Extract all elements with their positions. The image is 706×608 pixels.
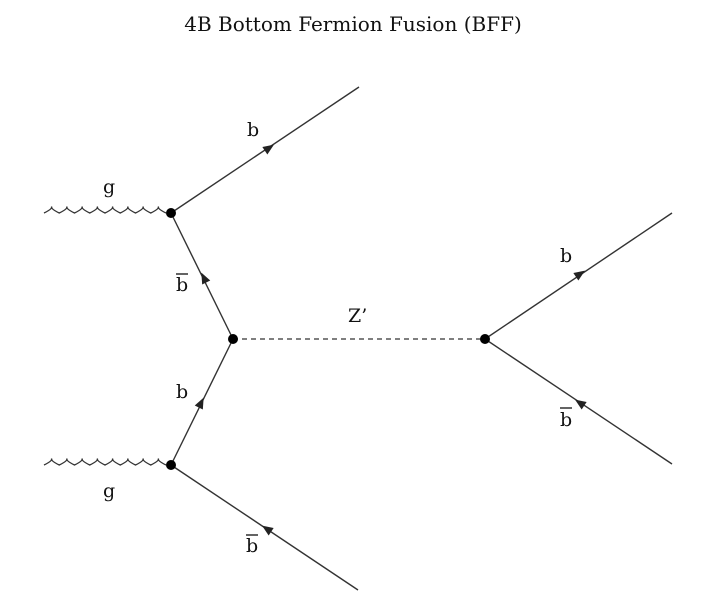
label-b-internal: b [176, 381, 188, 403]
label-bbar-out-right: b [560, 409, 572, 431]
gluon-bottom-line [43, 458, 167, 466]
arrow-b-internal [194, 397, 204, 410]
arrow-bbar-right [575, 399, 587, 410]
vertex-top-left [166, 208, 176, 218]
label-b-out-top: b [247, 119, 259, 141]
label-bbar-bottom: b [246, 535, 258, 557]
vertex-right [480, 334, 490, 344]
label-bbar-internal: b [176, 274, 188, 296]
label-b-out-right: b [560, 245, 572, 267]
label-gluon-bottom: g [103, 480, 115, 502]
label-z-prime: Z’ [348, 305, 367, 327]
label-gluon-top: g [103, 176, 115, 198]
arrow-bbar-bottom [262, 525, 274, 536]
vertex-bottom-left [166, 460, 176, 470]
diagram-title: 4B Bottom Fermion Fusion (BFF) [184, 12, 522, 36]
arrow-bbar-internal [201, 272, 211, 285]
vertex-center-left [228, 334, 238, 344]
gluon-top-line [43, 206, 167, 214]
arrow-b-top [262, 144, 274, 155]
arrow-b-right [573, 270, 585, 281]
